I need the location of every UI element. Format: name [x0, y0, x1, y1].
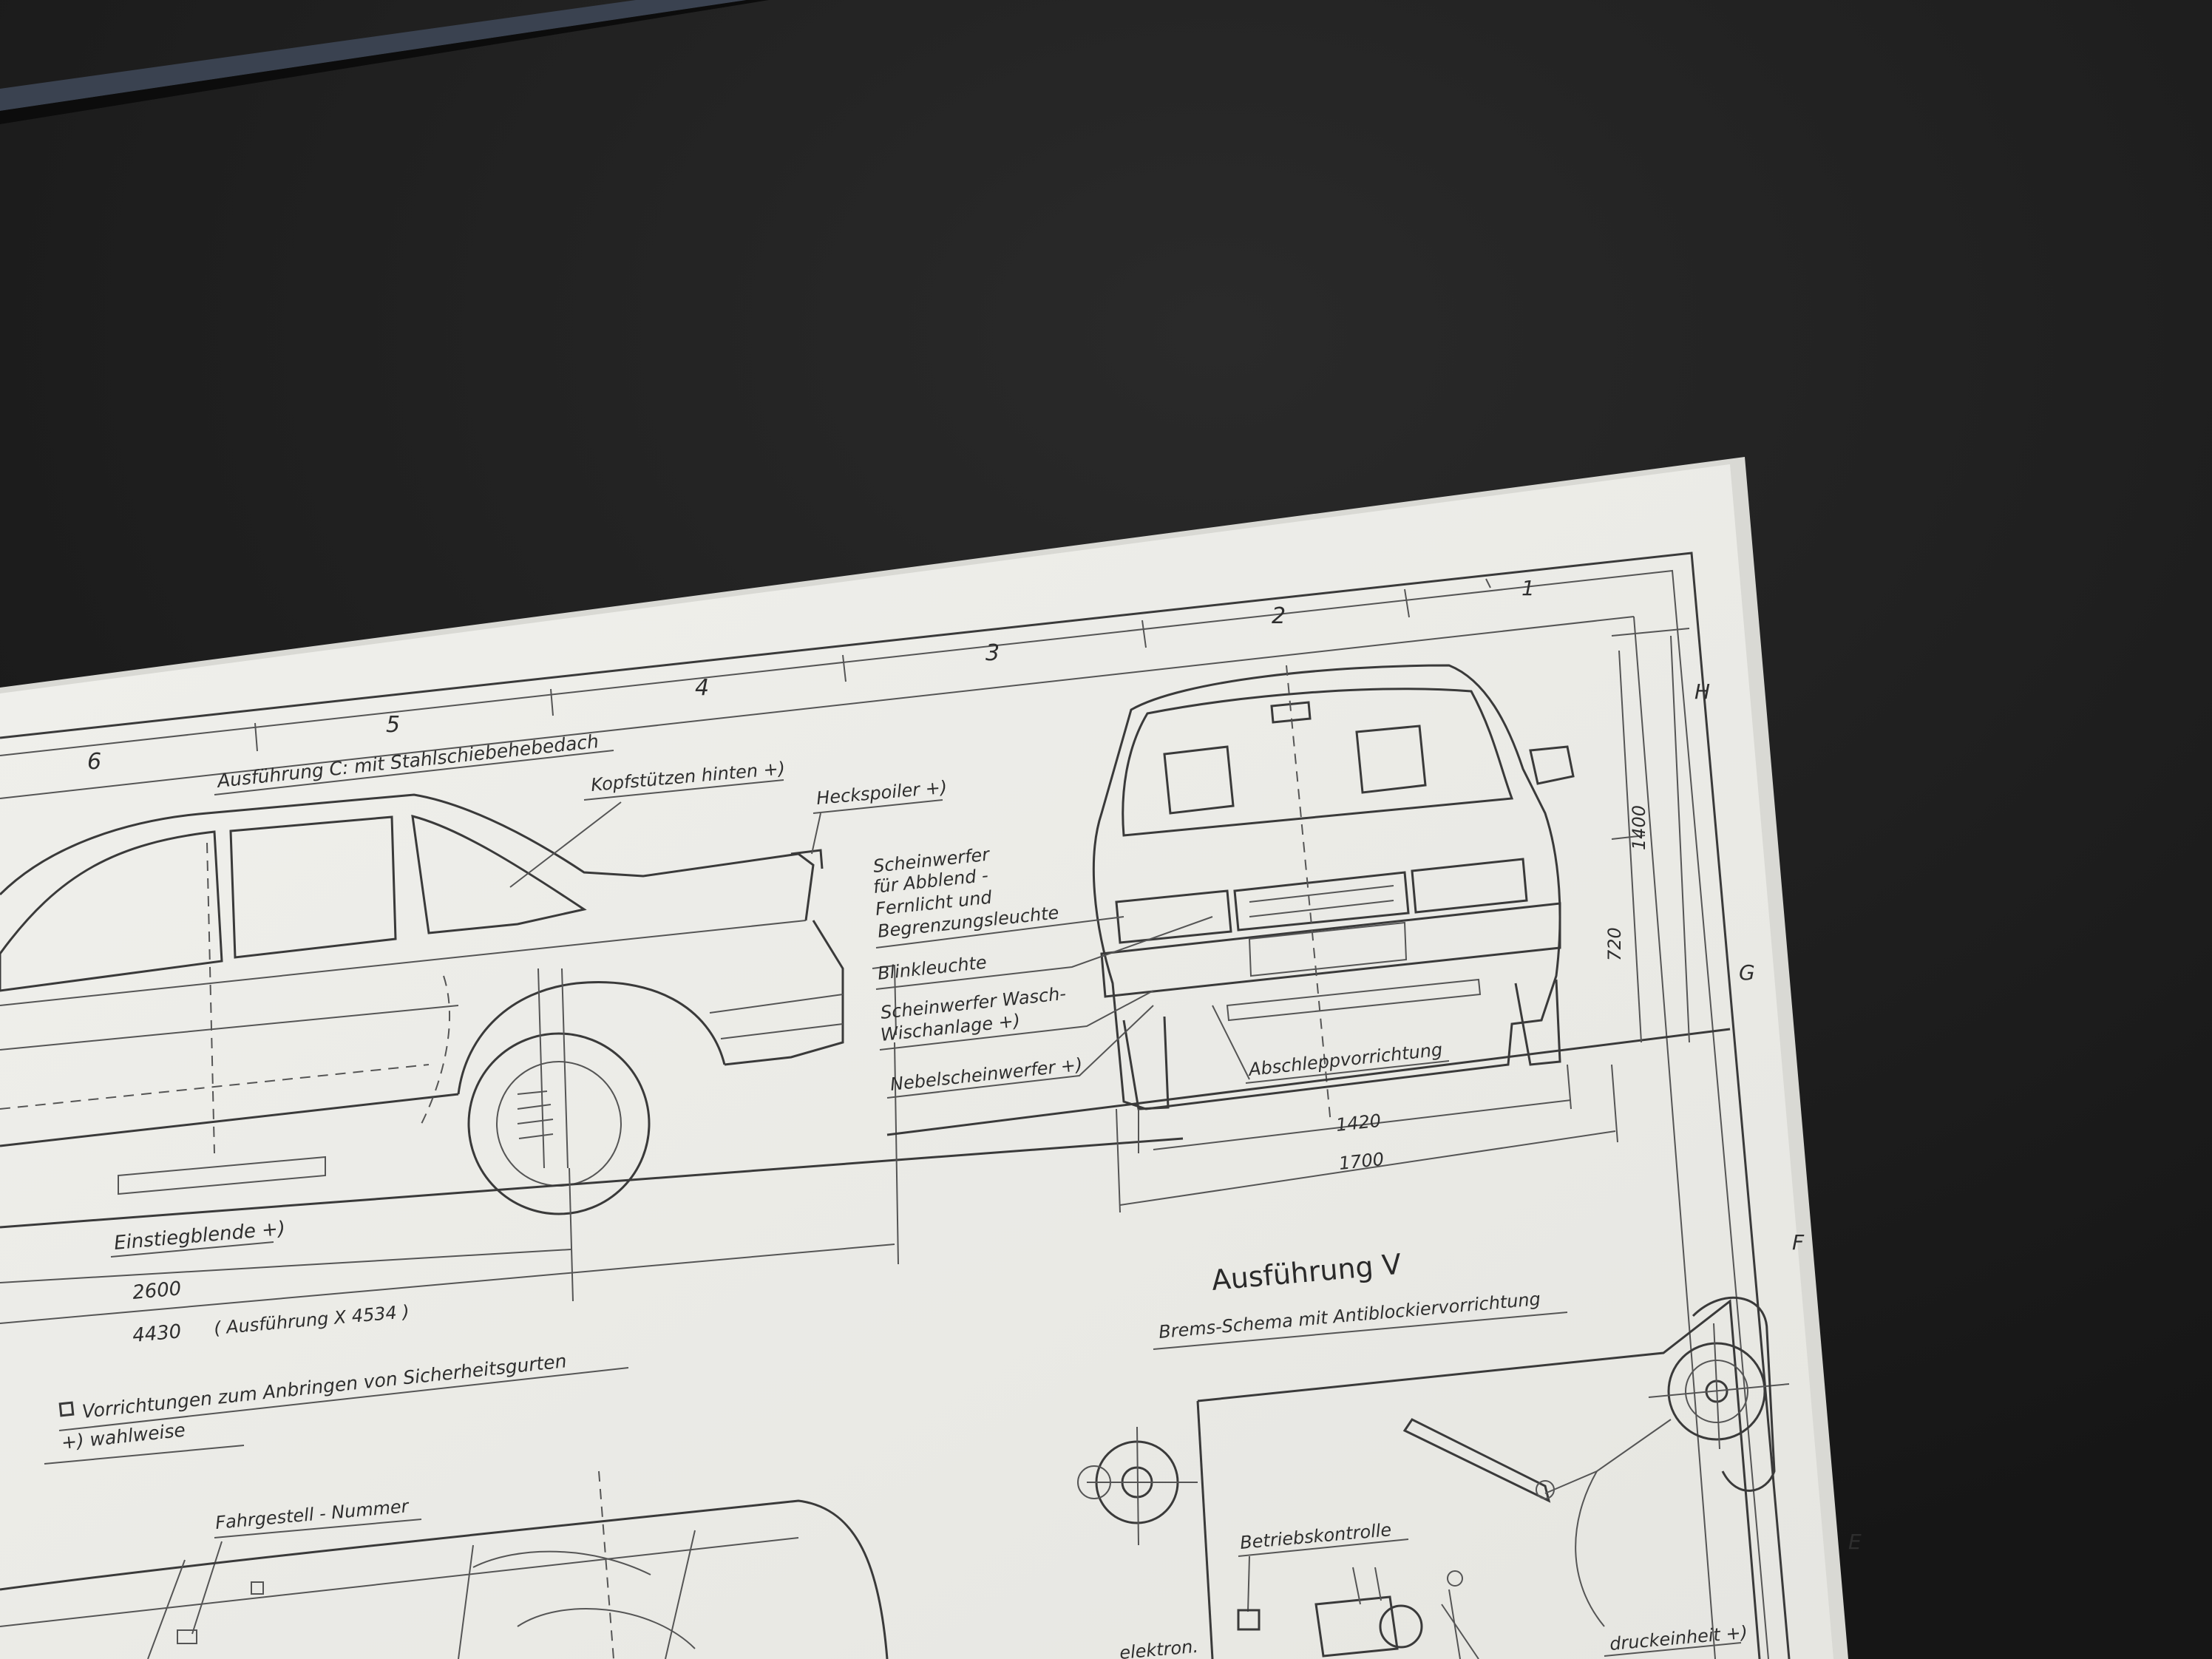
dim-light-height: 720: [1604, 927, 1625, 961]
car-front-view: [886, 628, 1731, 1213]
device-edge-shadow: [0, 0, 769, 124]
car-side-view: [0, 793, 1184, 1324]
paper-sheet: [0, 464, 1833, 1659]
grid-col-3: 3: [985, 640, 1000, 666]
grid-col-2: 2: [1272, 603, 1286, 629]
grid-row-f: F: [1792, 1230, 1805, 1255]
dim-length: 4430: [132, 1320, 183, 1347]
dim-wheelbase: 2600: [132, 1278, 183, 1304]
dim-width: 1700: [1338, 1149, 1385, 1174]
grid-row-g: G: [1739, 960, 1755, 985]
grid-row-e: E: [1848, 1530, 1862, 1554]
grid-col-6: 6: [87, 749, 101, 775]
grid-column-markers: 1 2 3 4 5 6: [87, 576, 1535, 775]
grid-col-4: 4: [695, 675, 709, 701]
grid-col-5: 5: [386, 712, 400, 738]
grid-row-h: H: [1694, 679, 1710, 704]
drawing-frame: [0, 552, 1791, 1659]
dim-track: 1420: [1335, 1110, 1382, 1136]
dim-height: 1400: [1629, 805, 1649, 850]
grid-row-markers: H G F E: [1694, 679, 1862, 1554]
grid-col-1: 1: [1521, 576, 1535, 600]
